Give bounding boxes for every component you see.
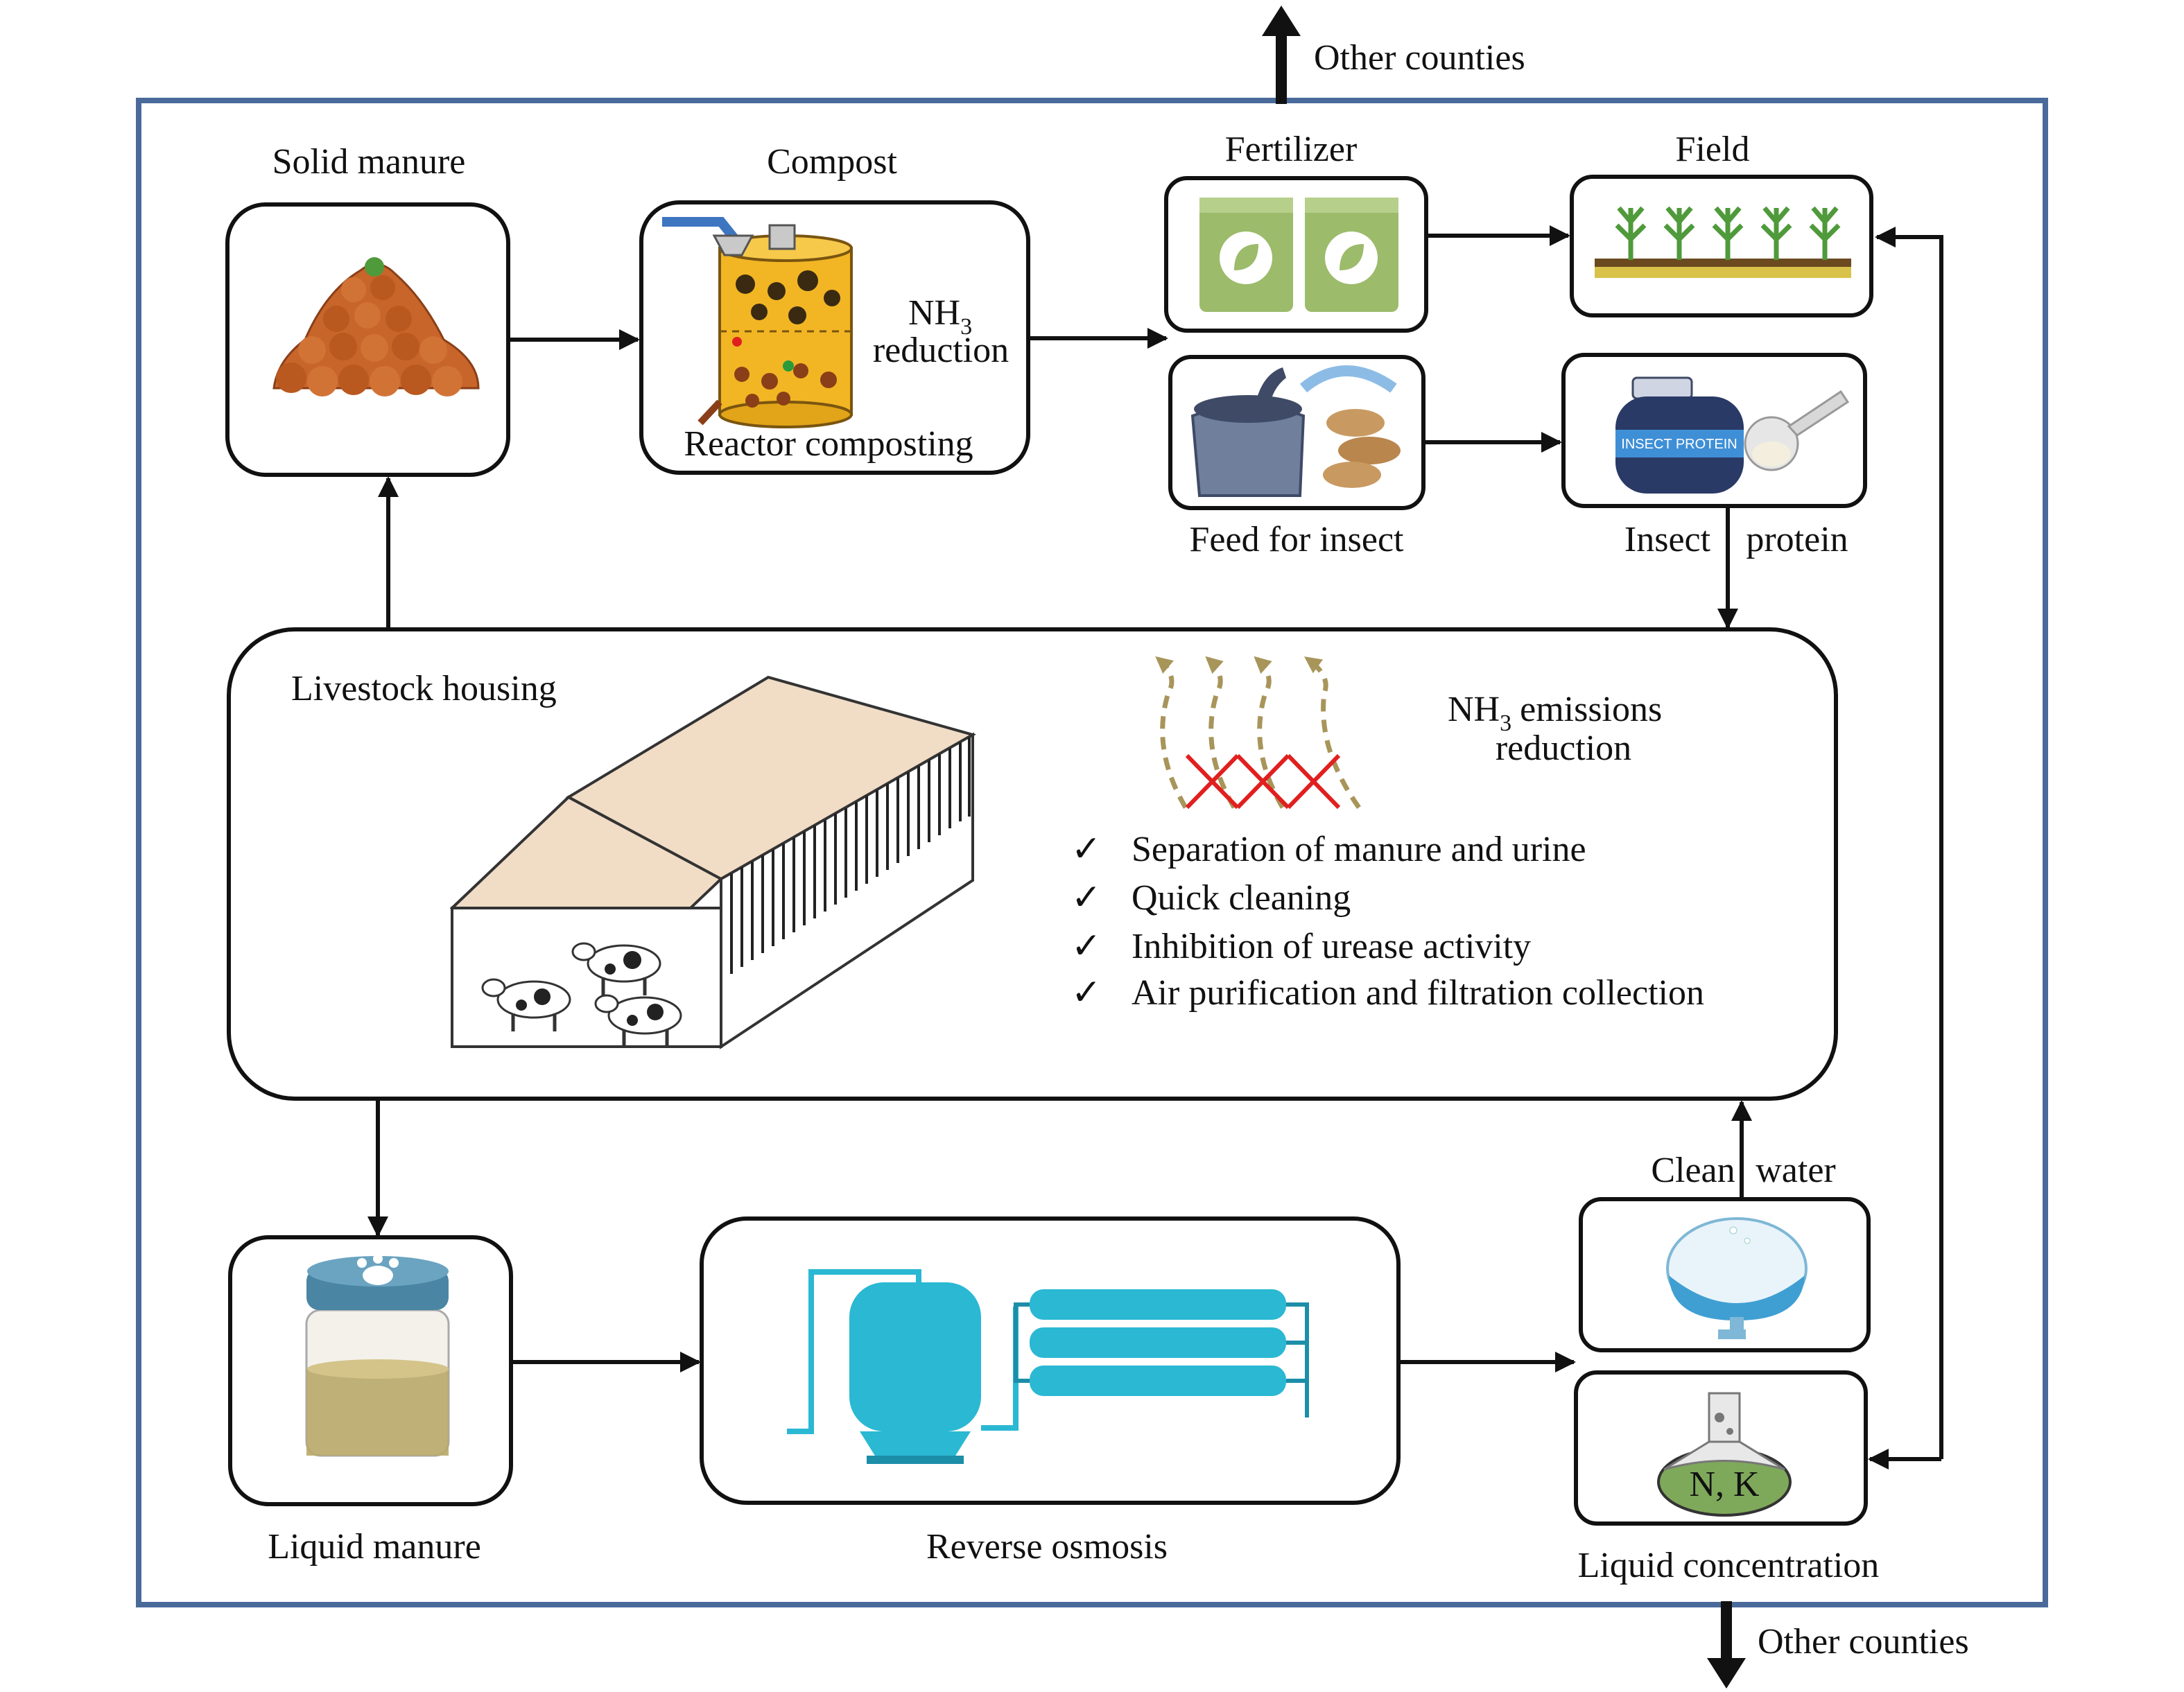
nh3-reduction-word: reduction [873,331,1009,370]
protein-scoop-icon [1744,390,1850,471]
flask-icon [1657,1392,1792,1517]
measure-item: Separation of manure and urine [1132,830,1586,869]
solid-manure-label: Solid manure [272,142,466,182]
protein-label: protein [1746,520,1848,559]
arrow-concentration-to-field [1868,227,1943,1469]
bottle-label-text: INSECT PROTEIN [1621,437,1737,452]
feed-for-insect-label: Feed for insect [1189,520,1404,559]
measure-check: ✓ [1071,973,1102,1013]
fertilizer-bags-icon [1199,198,1398,312]
measure-item: Quick cleaning [1132,878,1351,918]
nh3-reduction-label: NH3 [908,293,972,340]
outer-frame [136,98,2048,1607]
export-arrow-bottom [1707,1601,1746,1689]
measure-check: ✓ [1071,927,1102,966]
field-label: Field [1676,130,1750,169]
other-counties-top-label: Other counties [1314,38,1525,78]
liquid-manure-jar-icon [305,1254,450,1457]
nk-label: N, K [1689,1465,1760,1504]
clean-label: Clean [1651,1151,1735,1190]
measure-check: ✓ [1071,830,1102,869]
protein-bottle-icon: INSECT PROTEIN [1615,376,1744,494]
water-label: water [1756,1151,1835,1190]
barn-icon [449,675,977,1049]
reverse-osmosis-unit-icon [787,1269,1309,1464]
composting-reactor-icon [662,217,853,428]
emission-arrows-icon [1155,656,1361,810]
fertilizer-label: Fertilizer [1225,130,1358,169]
compost-label: Compost [767,142,897,182]
measure-item: Air purification and filtration collecti… [1132,973,1704,1013]
measure-item: Inhibition of urease activity [1132,927,1531,966]
other-counties-bottom-label: Other counties [1758,1622,1969,1662]
crop-field-icon [1595,206,1851,278]
field-box [1570,175,1873,317]
measures-list: ✓ Separation of manure and urine ✓ Quick… [1071,830,1704,1013]
cows-icon [481,942,682,1045]
nh3-emissions-reduction: reduction [1496,729,1631,768]
water-tank-icon [1666,1217,1808,1339]
liquid-concentration-label: Liquid concentration [1578,1546,1880,1585]
reverse-osmosis-label: Reverse osmosis [926,1527,1168,1567]
measure-check: ✓ [1071,878,1102,918]
export-arrow-top [1262,6,1301,104]
manure-pile-icon [272,257,480,396]
reactor-composting-label: Reactor composting [684,424,973,464]
liquid-manure-label: Liquid manure [268,1527,481,1567]
insect-label: Insect [1624,520,1711,559]
insect-feed-icon [1190,365,1401,497]
emission-cross-icon [1185,753,1341,810]
reverse-osmosis-box [700,1216,1401,1505]
livestock-housing-label: Livestock housing [291,669,557,708]
